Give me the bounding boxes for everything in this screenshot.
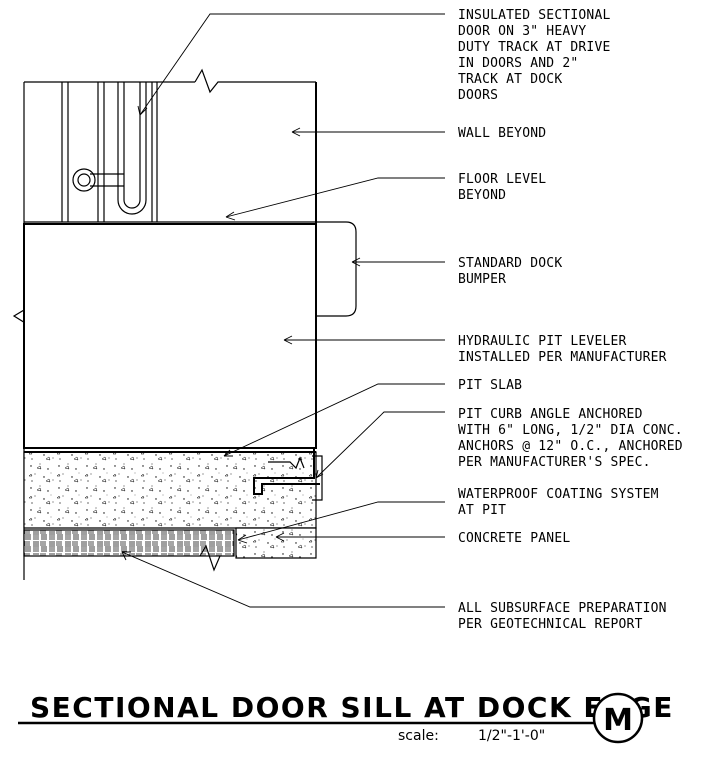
dock-bumper: [316, 221, 357, 317]
door-track: [61, 82, 158, 222]
svg-text:STANDARD DOCK: STANDARD DOCK: [458, 256, 562, 271]
svg-text:FLOOR LEVEL: FLOOR LEVEL: [458, 172, 546, 187]
svg-text:BUMPER: BUMPER: [458, 272, 506, 287]
concrete-panel: [235, 527, 317, 559]
note-door: INSULATED SECTIONAL DOOR ON 3" HEAVY DUT…: [458, 8, 611, 103]
note-slab: PIT SLAB: [458, 378, 522, 393]
scale-label: scale:: [398, 728, 439, 744]
svg-text:PER MANUFACTURER'S SPEC.: PER MANUFACTURER'S SPEC.: [458, 455, 651, 470]
svg-text:WITH 6" LONG, 1/2" DIA CONC.: WITH 6" LONG, 1/2" DIA CONC.: [458, 423, 683, 438]
bottom-break-mark: [199, 544, 221, 572]
note-curb: PIT CURB ANGLE ANCHORED WITH 6" LONG, 1/…: [458, 407, 683, 470]
svg-text:PER GEOTECHNICAL REPORT: PER GEOTECHNICAL REPORT: [458, 617, 643, 632]
note-waterproof: WATERPROOF COATING SYSTEM AT PIT: [458, 487, 659, 518]
note-leveler: HYDRAULIC PIT LEVELER INSTALLED PER MANU…: [458, 334, 667, 365]
pit-curb-angle: [253, 447, 323, 501]
svg-text:WATERPROOF COATING SYSTEM: WATERPROOF COATING SYSTEM: [458, 487, 659, 502]
note-bumper: STANDARD DOCK BUMPER: [458, 256, 562, 287]
svg-text:PIT SLAB: PIT SLAB: [458, 378, 522, 393]
leader-lines: [121, 13, 445, 608]
detail-title: SECTIONAL DOOR SILL AT DOCK EDGE: [30, 691, 674, 724]
pit-slab: [23, 451, 317, 529]
svg-text:INSTALLED PER MANUFACTURER: INSTALLED PER MANUFACTURER: [458, 350, 667, 365]
svg-text:WALL BEYOND: WALL BEYOND: [458, 126, 546, 141]
note-wall: WALL BEYOND: [458, 126, 546, 141]
note-floor: FLOOR LEVEL BEYOND: [458, 172, 546, 203]
svg-text:DUTY TRACK AT DRIVE: DUTY TRACK AT DRIVE: [458, 40, 611, 55]
note-panel: CONCRETE PANEL: [458, 531, 570, 546]
svg-text:TRACK AT DOCK: TRACK AT DOCK: [458, 72, 562, 87]
svg-text:HYDRAULIC PIT LEVELER: HYDRAULIC PIT LEVELER: [458, 334, 627, 349]
svg-text:CONCRETE PANEL: CONCRETE PANEL: [458, 531, 570, 546]
pit-leveler: [23, 223, 317, 449]
detail-mark: M: [592, 692, 644, 744]
svg-text:DOORS: DOORS: [458, 88, 498, 103]
scale-value: 1/2"-1'-0": [478, 728, 545, 744]
svg-text:PIT CURB ANGLE ANCHORED: PIT CURB ANGLE ANCHORED: [458, 407, 643, 422]
svg-text:BEYOND: BEYOND: [458, 188, 506, 203]
svg-text:M: M: [603, 703, 633, 738]
svg-text:AT PIT: AT PIT: [458, 503, 506, 518]
svg-text:ANCHORS @ 12" O.C., ANCHORED: ANCHORS @ 12" O.C., ANCHORED: [458, 439, 683, 454]
svg-text:IN DOORS AND 2": IN DOORS AND 2": [458, 56, 578, 71]
note-subsurface: ALL SUBSURFACE PREPARATION PER GEOTECHNI…: [458, 601, 667, 632]
svg-text:INSULATED SECTIONAL: INSULATED SECTIONAL: [458, 8, 611, 23]
svg-text:ALL SUBSURFACE PREPARATION: ALL SUBSURFACE PREPARATION: [458, 601, 667, 616]
svg-text:DOOR ON 3" HEAVY: DOOR ON 3" HEAVY: [458, 24, 586, 39]
